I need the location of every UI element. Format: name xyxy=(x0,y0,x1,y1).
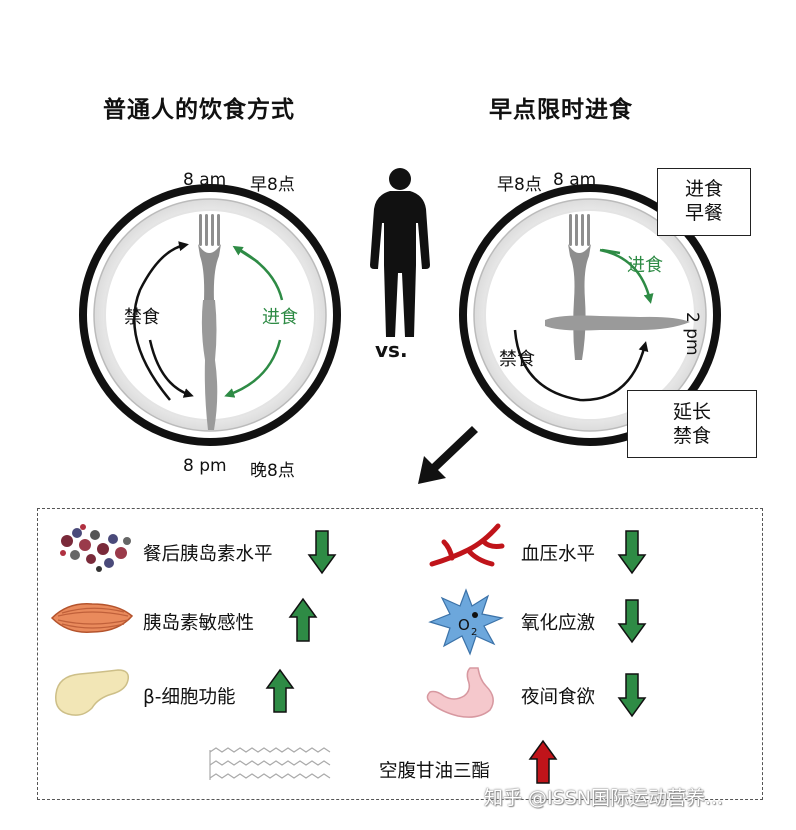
right-eating-label: 进食 xyxy=(627,255,663,276)
fork-icon xyxy=(198,214,221,430)
up-arrow-icon xyxy=(265,668,295,713)
down-arrow-icon xyxy=(617,673,647,718)
left-fasting-label: 禁食 xyxy=(124,307,160,328)
pancreas-icon xyxy=(55,669,130,716)
extended-box-line2: 禁食 xyxy=(672,425,711,447)
left-time-top: 8 am xyxy=(183,170,227,190)
effect-label-beta-cell: β-细胞功能 xyxy=(143,687,236,708)
left-time-bottom-cn: 晚8点 xyxy=(250,461,295,481)
left-title: 普通人的饮食方式 xyxy=(103,97,295,123)
effect-label-blood-pressure: 血压水平 xyxy=(521,544,596,565)
watermark: 知乎 @ISSN国际运动营养... xyxy=(484,787,724,809)
left-eating-label: 进食 xyxy=(262,307,298,328)
blood-vessel-icon xyxy=(429,523,505,567)
right-time-top: 8 am xyxy=(553,170,597,190)
effect-label-oxidative-stress: 氧化应激 xyxy=(521,613,596,634)
up-arrow-red-icon xyxy=(528,739,558,784)
muscle-fiber-icon xyxy=(50,603,134,633)
oxygen-label: O xyxy=(458,616,470,634)
vs-label: vs. xyxy=(375,338,408,362)
breakfast-box-line2: 早餐 xyxy=(684,202,723,224)
right-fasting-label: 禁食 xyxy=(499,349,535,370)
diagonal-arrow-icon xyxy=(418,426,478,484)
breakfast-box: 进食 早餐 xyxy=(657,168,751,236)
right-plate xyxy=(459,184,721,446)
effect-label-postprandial-insulin: 餐后胰岛素水平 xyxy=(143,544,273,565)
extended-fasting-box: 延长 禁食 xyxy=(627,390,757,458)
triglyceride-chain-icon xyxy=(209,747,331,780)
effect-label-fasting-triglycerides: 空腹甘油三酯 xyxy=(379,761,491,782)
left-time-top-cn: 早8点 xyxy=(250,175,295,195)
right-title: 早点限时进食 xyxy=(489,97,633,123)
breakfast-box-line1: 进食 xyxy=(684,178,723,200)
up-arrow-icon xyxy=(288,597,318,642)
human-figure-icon xyxy=(370,168,430,337)
down-arrow-icon xyxy=(617,599,647,644)
right-time-right: 2 pm xyxy=(682,312,702,356)
right-time-top-cn: 早8点 xyxy=(497,175,542,195)
effects-panel xyxy=(37,508,763,800)
oxidative-stress-icon: O 2 xyxy=(428,588,504,656)
down-arrow-icon xyxy=(617,530,647,575)
effect-label-insulin-sensitivity: 胰岛素敏感性 xyxy=(143,613,255,634)
extended-box-line1: 延长 xyxy=(672,401,711,423)
stomach-icon xyxy=(426,667,494,718)
insulin-molecule-icon xyxy=(60,524,131,572)
effect-label-night-appetite: 夜间食欲 xyxy=(521,687,596,708)
down-arrow-icon xyxy=(307,530,337,575)
left-time-bottom: 8 pm xyxy=(183,456,227,476)
left-plate xyxy=(79,184,341,446)
oxygen-subscript: 2 xyxy=(471,627,477,638)
